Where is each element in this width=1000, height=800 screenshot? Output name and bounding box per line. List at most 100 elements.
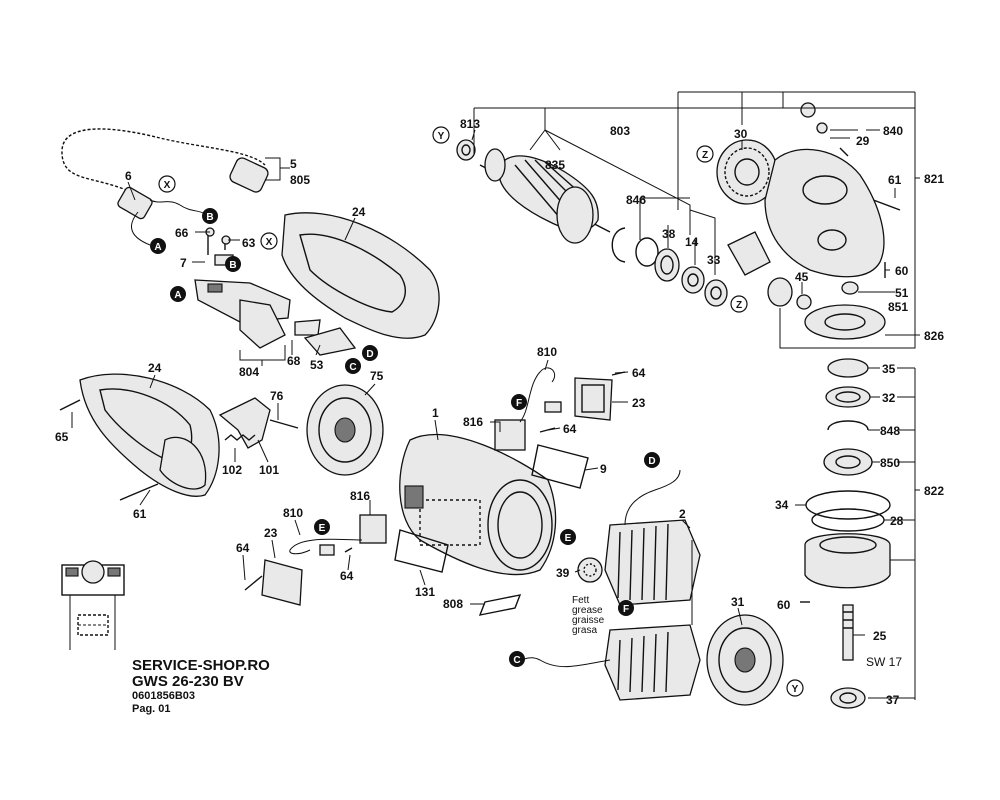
label-39: 39: [556, 566, 570, 580]
label-822: 822: [924, 484, 944, 498]
svg-text:B: B: [206, 212, 213, 223]
label-68: 68: [287, 354, 301, 368]
marker-D1: D: [362, 345, 378, 361]
label-101: 101: [259, 463, 279, 477]
label-816-bottom: 816: [350, 489, 370, 503]
marker-F1: F: [511, 394, 527, 410]
housing-half-upper: [281, 212, 440, 339]
marker-Y1: Y: [432, 126, 450, 144]
svg-text:D: D: [648, 456, 655, 467]
label-803: 803: [610, 124, 630, 138]
svg-text:C: C: [349, 362, 356, 373]
svg-text:A: A: [174, 290, 181, 301]
svg-text:C: C: [513, 655, 520, 666]
svg-text:E: E: [319, 523, 326, 534]
label-805: 805: [290, 173, 310, 187]
lock-lever: [218, 397, 271, 449]
footer-page: Pag. 01: [132, 703, 171, 715]
power-cord: [60, 127, 269, 246]
brush-holders: [289, 367, 562, 556]
label-2: 2: [679, 507, 686, 521]
svg-text:D: D: [366, 349, 373, 360]
svg-text:grease: grease: [572, 605, 603, 616]
switch-assembly: [194, 227, 357, 356]
label-1: 1: [432, 406, 439, 420]
label-61-left: 61: [133, 507, 147, 521]
svg-text:B: B: [229, 260, 236, 271]
fan-guide-ring: [306, 384, 384, 476]
label-64-b: 64: [563, 422, 577, 436]
end-shield: [706, 614, 784, 706]
marker-F2: F: [618, 600, 634, 616]
footer-model: GWS 26-230 BV: [132, 673, 244, 690]
motor-housing: [399, 434, 557, 576]
svg-text:X: X: [164, 180, 171, 191]
label-131: 131: [415, 585, 435, 599]
spanner-size-label: SW 17: [866, 655, 902, 669]
label-7: 7: [180, 256, 187, 270]
label-23-bottom: 23: [264, 526, 278, 540]
svg-text:F: F: [516, 398, 522, 409]
label-848: 848: [880, 424, 900, 438]
svg-text:Y: Y: [438, 131, 445, 142]
leader-lines: [71, 91, 920, 700]
label-851: 851: [888, 300, 908, 314]
label-61-right: 61: [888, 173, 902, 187]
label-31: 31: [731, 595, 745, 609]
armature: [456, 139, 611, 244]
svg-text:Fett: Fett: [572, 595, 589, 606]
footer-site: SERVICE-SHOP.RO: [132, 657, 270, 674]
label-816-top: 816: [463, 415, 483, 429]
label-53: 53: [310, 358, 324, 372]
label-808: 808: [443, 597, 463, 611]
bearing-stack: [611, 227, 771, 307]
label-25: 25: [873, 629, 887, 643]
svg-text:X: X: [266, 237, 273, 248]
marker-A1: A: [150, 238, 166, 254]
label-60-top: 60: [895, 264, 909, 278]
label-850: 850: [880, 456, 900, 470]
label-37: 37: [886, 693, 900, 707]
marker-C1: C: [345, 358, 361, 374]
label-28: 28: [890, 514, 904, 528]
part-labels: 5 805 6 66 63 7 24 68 53 804 24 76 75 65…: [55, 117, 944, 707]
label-64-d: 64: [340, 569, 354, 583]
label-24-upper: 24: [352, 205, 366, 219]
marker-E2: E: [560, 529, 576, 545]
label-6: 6: [125, 169, 132, 183]
label-24-lower: 24: [148, 361, 162, 375]
label-33: 33: [707, 253, 721, 267]
footer-code: 0601856B03: [132, 690, 196, 702]
label-45: 45: [795, 270, 809, 284]
label-30: 30: [734, 127, 748, 141]
label-846: 846: [626, 193, 646, 207]
label-102: 102: [222, 463, 242, 477]
label-35: 35: [882, 362, 896, 376]
label-60-bottom: 60: [777, 598, 791, 612]
label-51: 51: [895, 286, 909, 300]
svg-text:F: F: [623, 604, 629, 615]
covers: [261, 377, 613, 616]
label-813: 813: [460, 117, 480, 131]
marker-C2: C: [509, 651, 525, 667]
label-826: 826: [924, 329, 944, 343]
label-810-top: 810: [537, 345, 557, 359]
label-64-a: 64: [632, 366, 646, 380]
label-810-bottom: 810: [283, 506, 303, 520]
marker-X2: X: [260, 232, 278, 250]
label-34: 34: [775, 498, 789, 512]
marker-Y2: Y: [786, 679, 804, 697]
marker-B1: B: [202, 208, 218, 224]
svg-text:graisse: graisse: [572, 615, 605, 626]
svg-text:Z: Z: [702, 150, 708, 161]
label-5: 5: [290, 157, 297, 171]
svg-text:Y: Y: [792, 684, 799, 695]
svg-text:A: A: [154, 242, 161, 253]
label-32: 32: [882, 391, 896, 405]
spindle-stack: [804, 358, 891, 709]
label-821: 821: [924, 172, 944, 186]
grease-note: Fett grease graisse grasa: [572, 595, 605, 636]
label-29: 29: [856, 134, 870, 148]
grease-ball: [577, 557, 603, 583]
